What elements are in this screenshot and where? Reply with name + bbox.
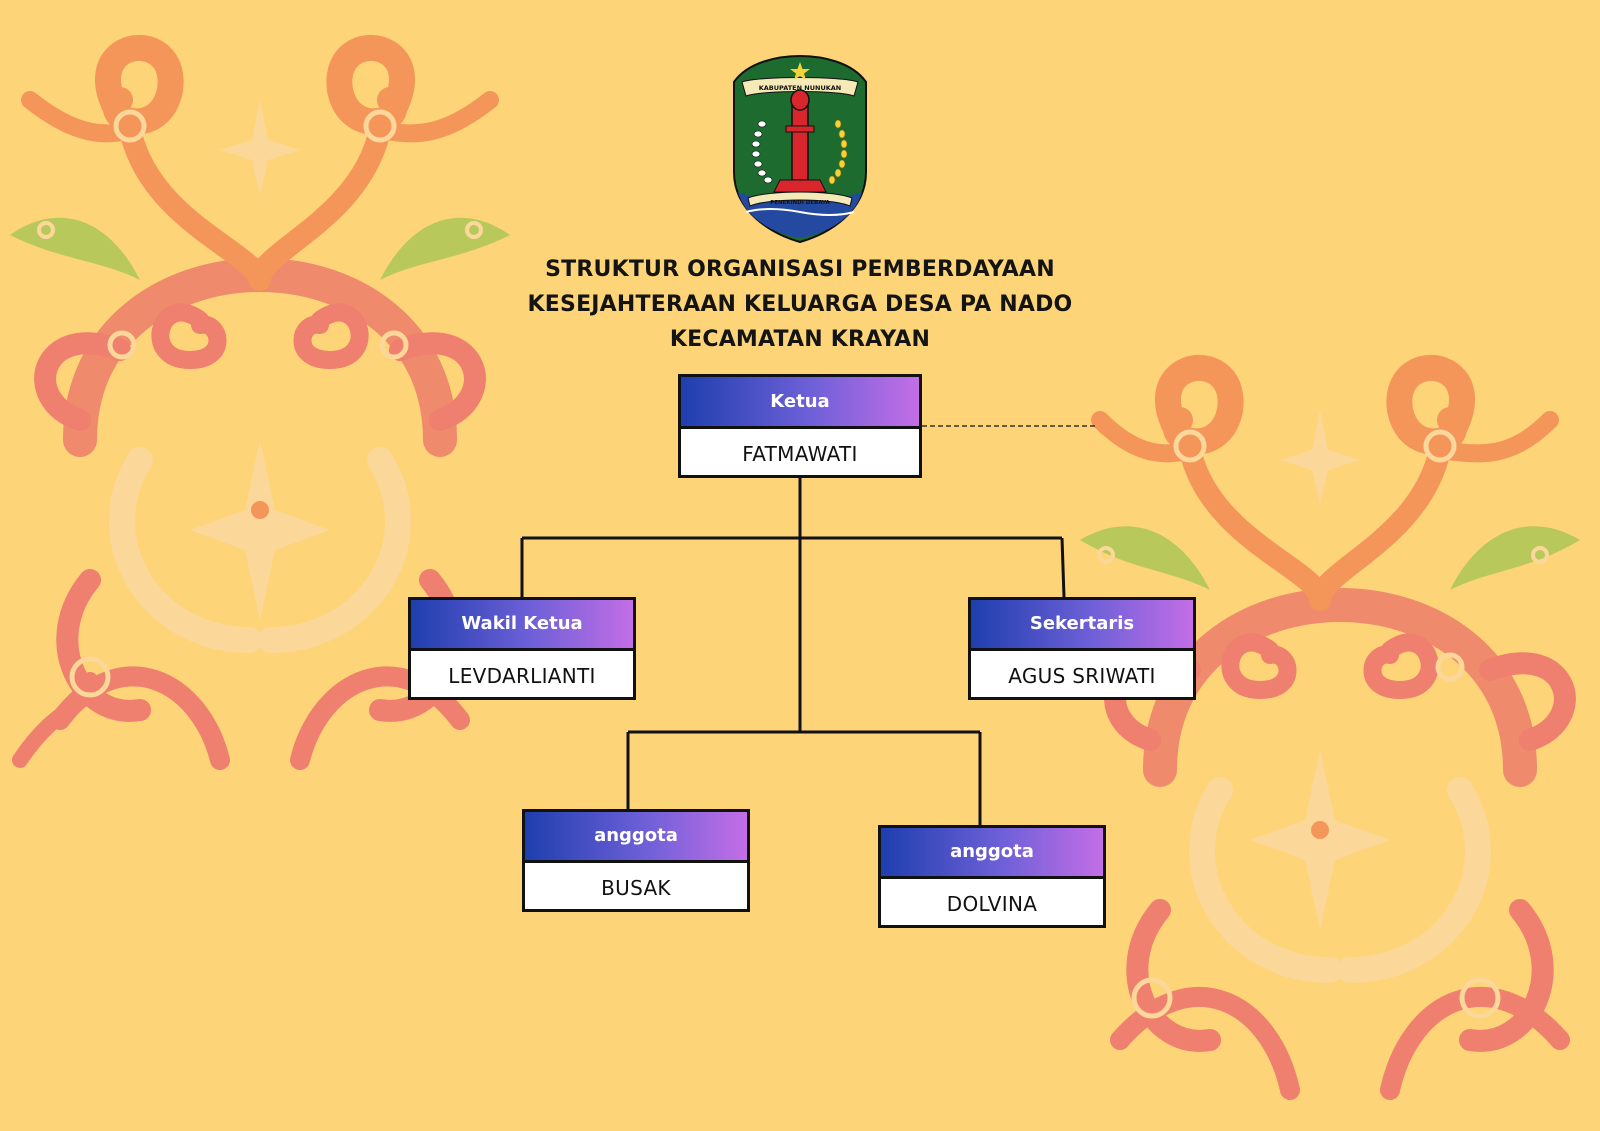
person-name: DOLVINA <box>946 892 1038 916</box>
role-label: Ketua <box>681 377 919 429</box>
org-box-wakil-ketua: Wakil Ketua LEVDARLIANTI <box>408 597 636 700</box>
person-name: AGUS SRIWATI <box>1008 664 1156 688</box>
person-name: LEVDARLIANTI <box>448 664 596 688</box>
title-line-3: KECAMATAN KRAYAN <box>669 327 931 352</box>
person-name: BUSAK <box>601 876 671 900</box>
kabupaten-nunukan-emblem: KABUPATEN NUNUKAN PENEKINDI DEBAYA <box>733 54 867 244</box>
emblem-bottom-text: PENEKINDI DEBAYA <box>770 200 830 206</box>
person-name: FATMAWATI <box>742 442 858 466</box>
org-box-ketua: Ketua FATMAWATI <box>678 374 922 478</box>
role-label: anggota <box>525 812 747 863</box>
role-label: anggota <box>881 828 1103 879</box>
title-line-1: STRUKTUR ORGANISASI PEMBERDAYAAN <box>545 257 1055 282</box>
org-box-anggota-1: anggota BUSAK <box>522 809 750 912</box>
role-label: Sekertaris <box>971 600 1193 651</box>
page-title: STRUKTUR ORGANISASI PEMBERDAYAAN KESEJAH… <box>460 252 1140 357</box>
connector-to-sekretaris <box>1060 537 1066 598</box>
emblem-top-text: KABUPATEN NUNUKAN <box>759 84 842 92</box>
org-box-anggota-2: anggota DOLVINA <box>878 825 1106 928</box>
org-box-sekretaris: Sekertaris AGUS SRIWATI <box>968 597 1196 700</box>
title-line-2: KESEJAHTERAAN KELUARGA DESA PA NADO <box>527 292 1073 317</box>
role-label: Wakil Ketua <box>411 600 633 651</box>
